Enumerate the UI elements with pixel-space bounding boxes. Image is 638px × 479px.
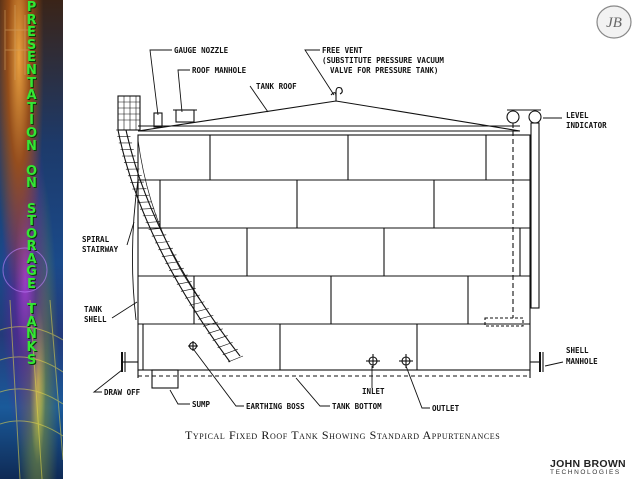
stair-tread — [217, 342, 233, 348]
logo-text: JB — [606, 15, 622, 31]
stair-steps — [116, 129, 244, 363]
stair-tread — [134, 194, 149, 197]
tank-drawing — [116, 86, 544, 389]
sidebar-title-letter: P — [26, 0, 37, 15]
stair-tread — [154, 241, 170, 244]
sidebar-title-letter: T — [27, 302, 36, 318]
sidebar-title-letter: R — [26, 12, 37, 28]
stair-tread — [193, 308, 209, 313]
stair-tread — [202, 321, 219, 327]
brand-name: JOHN BROWN — [550, 458, 626, 470]
label-roof-manhole: ROOF MANHOLE — [192, 66, 247, 75]
stair-tread — [189, 301, 205, 306]
float-box — [484, 317, 524, 327]
sidebar-title-letter: T — [27, 100, 36, 116]
level-indicator-pulley-left — [506, 110, 520, 124]
stair-tread — [222, 348, 238, 356]
label-inlet: INLET — [362, 387, 385, 396]
stair-tread — [137, 201, 152, 203]
jb-logo: JB — [596, 5, 632, 39]
leader-lines — [92, 49, 564, 409]
stair-stringer-inner — [125, 129, 241, 357]
sidebar-title-letter: K — [26, 340, 37, 356]
sidebar-title-letter: N — [26, 176, 37, 192]
sidebar-title-letter: I — [29, 113, 34, 129]
label-draw-off: DRAW OFF — [104, 388, 141, 397]
stair-tread — [227, 355, 244, 363]
label-free-vent-line3: VALVE FOR PRESSURE TANK) — [330, 66, 438, 75]
stair-tread — [158, 247, 173, 251]
sidebar-title-letter: A — [26, 251, 37, 267]
label-earthing-boss: EARTHING BOSS — [246, 402, 305, 411]
stair-tread — [172, 274, 188, 278]
stair-tread — [207, 328, 223, 334]
label-tank-bottom: TANK BOTTOM — [332, 402, 382, 411]
stair-tread — [148, 227, 164, 230]
sidebar-title-letter: T — [27, 214, 36, 230]
sidebar-title-letter: N — [26, 327, 37, 343]
label-free-vent-line2: (SUBSTITUTE PRESSURE VACUUM — [322, 56, 444, 65]
figure-caption: Typical Fixed Roof Tank Showing Standard… — [185, 428, 501, 442]
sidebar-title-letter: S — [26, 37, 37, 53]
label-level-indicator: LEVEL — [566, 111, 589, 120]
stair-tread — [185, 294, 201, 299]
label-tank-roof: TANK ROOF — [256, 82, 297, 91]
stair-tread — [142, 214, 158, 217]
tank-shell-outline — [137, 134, 531, 371]
label-spiral-stairway: SPIRAL — [82, 235, 110, 244]
stair-tread — [169, 267, 184, 271]
stair-tread — [139, 208, 155, 210]
stair-tread — [165, 261, 181, 264]
label-shell-manhole-line2: MANHOLE — [566, 357, 598, 366]
label-shell-manhole: SHELL — [566, 346, 589, 355]
stair-tread — [161, 254, 177, 257]
stair-tread — [145, 221, 160, 223]
sidebar-title-letter: T — [27, 75, 36, 91]
sidebar-title-letter: S — [26, 201, 37, 217]
sidebar-title-letter: A — [26, 314, 37, 330]
sidebar-title-letter: N — [26, 62, 37, 78]
free-vent — [335, 86, 343, 101]
sidebar-title-letter: N — [26, 138, 37, 154]
sidebar-title-letter: E — [27, 277, 36, 293]
tank-diagram: GAUGE NOZZLE ROOF MANHOLE TANK ROOF FREE… — [82, 46, 607, 413]
sidebar-title-letter: O — [25, 226, 38, 242]
sidebar-title-letter: O — [25, 163, 38, 179]
label-free-vent: FREE VENT — [322, 46, 363, 55]
stair-tread — [198, 314, 214, 320]
label-outlet: OUTLET — [432, 404, 460, 413]
level-indicator-pulley-right — [528, 110, 542, 124]
stair-tread — [176, 281, 192, 285]
sidebar-title-letter: E — [27, 25, 36, 41]
label-gauge-nozzle: GAUGE NOZZLE — [174, 46, 229, 55]
level-indicator-gauge — [530, 122, 540, 309]
sidebar-title-letter: R — [26, 239, 37, 255]
sidebar-title-letter: S — [26, 352, 37, 368]
label-spiral-stairway-line2: STAIRWAY — [82, 245, 119, 254]
brand-subtitle: TECHNOLOGIES — [550, 469, 621, 476]
label-sump: SUMP — [192, 400, 211, 409]
stair-tread — [151, 234, 167, 237]
label-level-indicator-line2: INDICATOR — [566, 121, 607, 130]
roof-manhole-shape — [175, 109, 195, 123]
label-tank-shell: TANK — [84, 305, 103, 314]
stair-tread — [212, 335, 228, 341]
sump-shape — [151, 369, 179, 389]
sidebar-title-letter: A — [26, 88, 37, 104]
stair-platform — [117, 95, 141, 131]
brand-logo: JOHN BROWN TECHNOLOGIES — [550, 459, 634, 477]
sidebar-title-letter: E — [27, 50, 36, 66]
sidebar-background-art — [0, 5, 63, 479]
sidebar-title-letter: O — [25, 125, 38, 141]
label-tank-shell-line2: SHELL — [84, 315, 107, 324]
stair-tread — [180, 287, 196, 292]
sidebar-title-letter: G — [26, 264, 37, 280]
gauge-nozzle-shape — [153, 112, 163, 128]
